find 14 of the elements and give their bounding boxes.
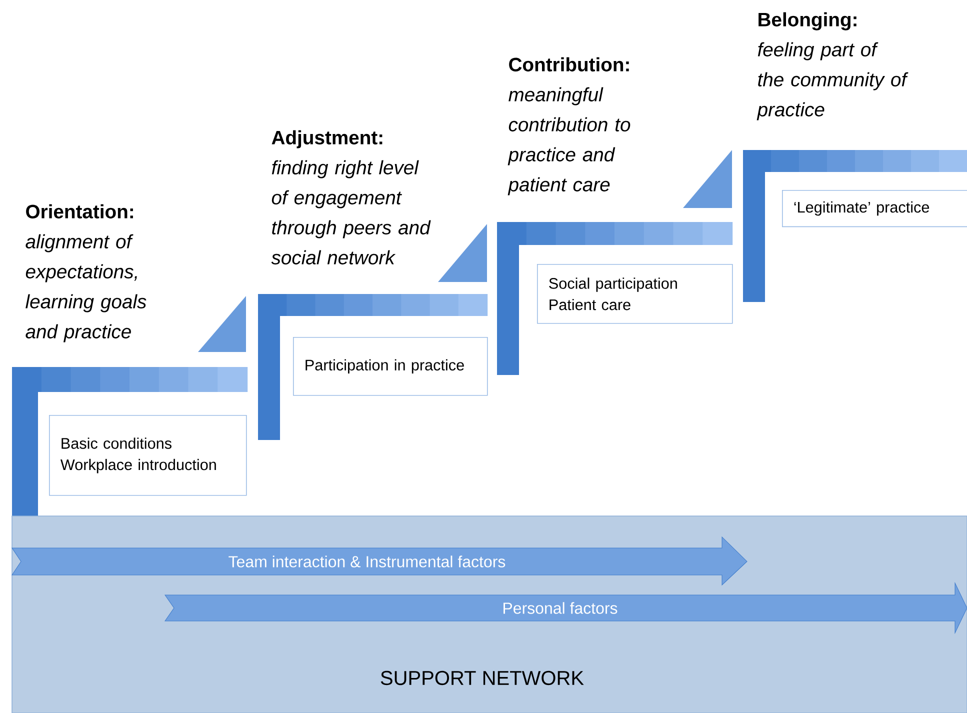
- text-box: Basic conditions Workplace introduction: [49, 415, 247, 496]
- stage-description: finding right level of engagement through peers and social network: [271, 160, 431, 264]
- stage-description: feeling part of the community of practice: [756, 42, 908, 120]
- text-box: ‘Legitimate’ practice: [782, 190, 967, 228]
- text-box: Participation in practice: [293, 337, 488, 396]
- text-box: Social participation Patient care: [537, 264, 733, 324]
- arrow-band: Personal factors: [164, 582, 967, 634]
- stage-heading: Contribution:: [509, 57, 629, 72]
- arrow-band: Team interaction & Instrumental factors: [12, 536, 748, 586]
- stage-heading: Adjustment:: [272, 130, 382, 148]
- stage-description: meaningful contribution to practice and patient care: [508, 87, 630, 196]
- stage-heading: Orientation:: [26, 204, 133, 218]
- stage-description: alignment of expectations, learning goals and practice: [26, 234, 146, 342]
- stage-heading: Belonging:: [758, 12, 856, 30]
